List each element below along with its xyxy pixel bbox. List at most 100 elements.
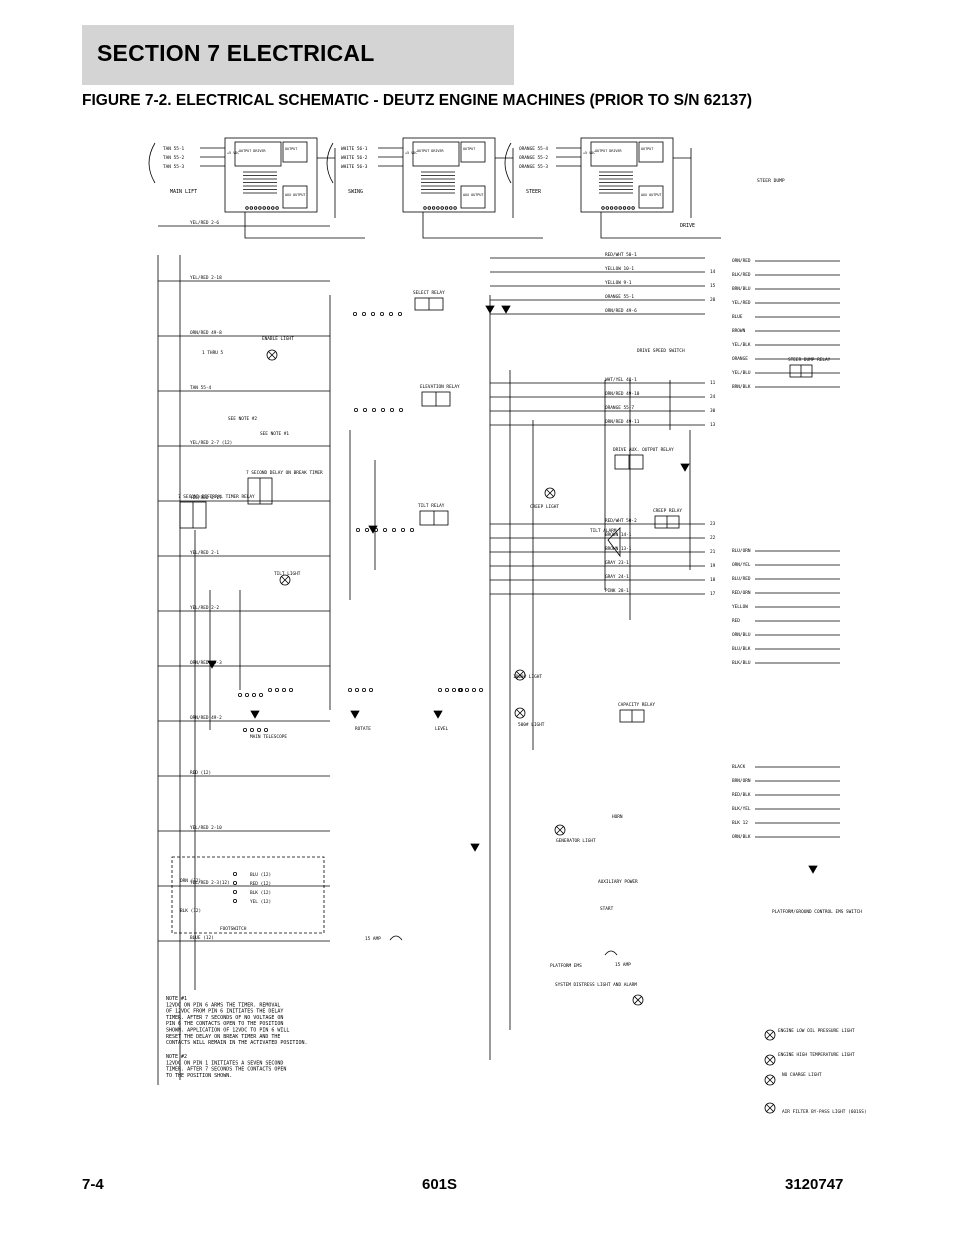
connector-pin — [275, 688, 280, 693]
driver-input-wire: ORANGE 55-3 — [519, 164, 548, 170]
component-label: ENGINE HIGH TEMPERATURE LIGHT — [778, 1052, 855, 1058]
lamp-cross — [546, 489, 554, 497]
driver-input-wire: TAN 55-3 — [163, 164, 185, 170]
driver-input-wire: WHITE 56-1 — [341, 146, 368, 152]
connector-pin — [361, 311, 366, 316]
lamp — [279, 574, 291, 586]
diode — [470, 843, 480, 852]
component-label: START — [600, 906, 614, 912]
connector-pin — [382, 527, 387, 532]
driver-aux-output-cell — [638, 185, 664, 209]
tilt-alarm-horn — [607, 527, 621, 558]
wire-label: WHT/YEL 48-1 — [605, 377, 637, 383]
terminal-label: BLU/BLK — [732, 646, 751, 652]
wire-label: YEL/RED 2-17 — [190, 495, 222, 501]
connector-pin — [364, 527, 369, 532]
wire-label: YEL/RED 2-10 — [190, 825, 222, 831]
terminal-label: BLK/RED — [732, 272, 751, 278]
driver-pin — [627, 206, 631, 210]
wire-label: ORN/RED 49-3 — [190, 660, 222, 666]
driver-pin — [614, 206, 618, 210]
connector-pin — [281, 688, 286, 693]
connector-pin — [388, 311, 393, 316]
wire-label: GRAY 23-1 — [605, 560, 629, 566]
driver-input-wire: TAN 55-1 — [163, 146, 185, 152]
component-label: 15 AMP — [365, 936, 381, 942]
lamp — [544, 487, 556, 499]
terminal-label: BLK/BLU — [732, 660, 751, 666]
connector-pin — [257, 728, 262, 733]
component-label: GENERATOR LIGHT — [556, 838, 596, 844]
footswitch-pin — [233, 890, 238, 895]
terminal-pin: 20 — [710, 297, 716, 303]
terminal-pin: 14 — [710, 269, 716, 275]
connector-pin — [347, 688, 352, 693]
components — [171, 305, 818, 1114]
terminal-label: BLU/ORN — [732, 548, 751, 554]
connector-pin — [379, 311, 384, 316]
lamp-circle — [764, 1029, 776, 1041]
terminal-pin: 18 — [710, 577, 716, 583]
lamp-circle — [632, 994, 644, 1006]
terminal-label: BLU/RED — [732, 576, 751, 582]
relay-label: TILT RELAY — [418, 503, 445, 509]
terminal-pin: 30 — [710, 408, 716, 414]
driver-input-wire: TAN 55-2 — [163, 155, 185, 161]
connector-pin — [437, 688, 442, 693]
lamp — [764, 1054, 776, 1066]
footswitch-wire: RED (12) — [250, 881, 271, 887]
driver-label: SWING — [348, 189, 363, 195]
wire-label: TAN 55-4 — [190, 385, 212, 391]
wire-label: ORN/RED 49-2 — [190, 715, 222, 721]
wire-label: ORANGE 55-1 — [605, 294, 634, 300]
note-2-line: TO THE POSITION SHOWN. — [166, 1073, 232, 1079]
figure-title: FIGURE 7-2. ELECTRICAL SCHEMATIC - DEUTZ… — [82, 92, 753, 109]
terminal-pin: 22 — [710, 535, 716, 541]
component-label: ROTATE — [355, 726, 371, 732]
relay: ELEVATION RELAY — [420, 384, 460, 407]
diode — [680, 463, 690, 472]
driver-pin — [249, 206, 253, 210]
driver-pin — [436, 206, 440, 210]
section-title: SECTION 7 ELECTRICAL — [97, 40, 375, 66]
terminal-label: YEL/BLU — [732, 370, 751, 376]
driver-input-wire: WHITE 56-3 — [341, 164, 368, 170]
wire-label: ORN/RED 49-10 — [605, 391, 640, 397]
document-number: 3120747 — [785, 1176, 844, 1193]
driver-box — [402, 137, 496, 213]
connector-pin — [457, 688, 462, 693]
terminal-label: BLACK — [732, 764, 746, 770]
driver-pin — [453, 206, 457, 210]
terminal-pin: 23 — [710, 521, 716, 527]
connector-pin — [361, 688, 366, 693]
component-label: ENABLE LIGHT — [262, 336, 294, 342]
connector-pin — [380, 407, 385, 412]
connector-pin — [368, 688, 373, 693]
driver-pin — [258, 206, 262, 210]
relay: 7 SECOND DEFERRAL TIMER RELAY — [178, 494, 255, 529]
connector-pin — [371, 407, 376, 412]
diode — [485, 305, 495, 314]
lamp-cross — [766, 1056, 774, 1064]
footswitch-wire: BLK (12) — [250, 890, 271, 896]
wire-label: YEL/RED 2-3(12) — [190, 880, 230, 886]
footswitch-box — [171, 856, 325, 934]
lamp — [764, 1029, 776, 1041]
connector-pin — [354, 688, 359, 693]
wire-label: STEER DUMP — [757, 178, 785, 184]
footswitch-pin — [233, 899, 238, 904]
relay: CREEP RELAY — [653, 508, 682, 529]
relay: TILT RELAY — [418, 503, 449, 526]
connector-pin — [400, 527, 405, 532]
terminal-pin: 19 — [710, 563, 716, 569]
relay-label: 7 SECOND DEFERRAL TIMER RELAY — [178, 494, 255, 500]
lamp — [632, 994, 644, 1006]
note-2-line: TIMER. AFTER 7 SECONDS THE CONTACTS OPEN — [166, 1067, 286, 1073]
lamp-cross — [281, 576, 289, 584]
lamp — [764, 1102, 776, 1114]
driver-pin — [631, 206, 635, 210]
note-2-line: NOTE #2 — [166, 1054, 187, 1060]
vdc-label: +5 VDC — [227, 151, 239, 155]
component-label: MAIN TELESCOPE — [250, 734, 287, 740]
connector-pin — [243, 728, 248, 733]
